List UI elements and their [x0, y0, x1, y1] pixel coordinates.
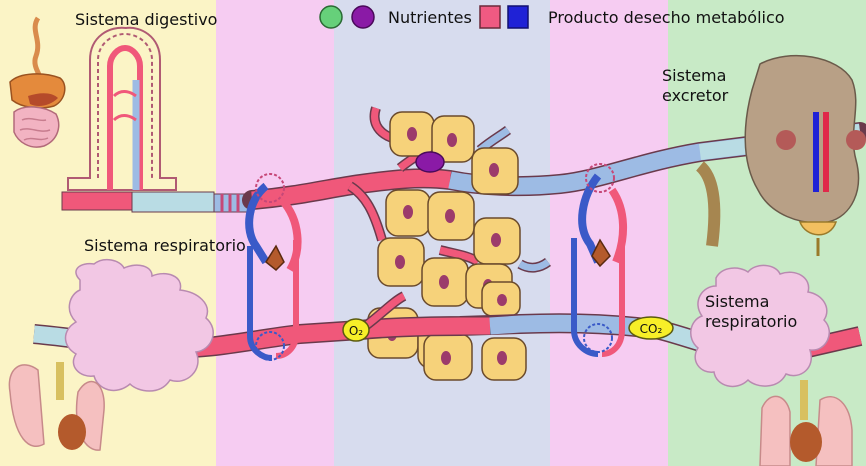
heart-icon [591, 238, 611, 268]
right-transport-panel [550, 0, 668, 466]
legend-nutrient-green-dot [319, 5, 343, 29]
digestive-organs-icon [9, 16, 66, 148]
left-transport-panel [216, 0, 334, 466]
legend-waste-blue-square [507, 5, 529, 29]
label-sistema-digestivo: Sistema digestivo [75, 10, 218, 29]
intestinal-villus [67, 26, 177, 191]
legend-waste-label: Producto desecho metabólico [548, 8, 785, 27]
left-lungs-icon [8, 362, 105, 451]
right-lungs-icon [759, 380, 853, 466]
legend-waste-pink-square [479, 5, 501, 29]
label-sistema-respiratorio-left: Sistema respiratorio [84, 236, 246, 255]
right-lung-alveoli [690, 264, 830, 388]
label-sistema-respiratorio-right: Sistema respiratorio [705, 292, 798, 331]
label-sistema-excretor: Sistema excretor [662, 66, 729, 105]
right-heart-loop [571, 163, 628, 357]
co2-label: CO₂ [640, 322, 663, 336]
body-cells [367, 111, 527, 381]
left-lung-alveoli [64, 258, 214, 392]
oxygen-badge [342, 318, 370, 342]
co2-badge [628, 316, 674, 340]
legend-nutrient-purple-dot [351, 5, 375, 29]
digestive-vessel [61, 191, 255, 213]
legend-nutrients-label: Nutrientes [388, 8, 472, 27]
kidney-icon [695, 54, 866, 256]
left-heart-loop [245, 173, 302, 361]
oxygen-label: O₂ [349, 324, 363, 338]
nutrient-molecule [415, 151, 445, 173]
heart-icon [265, 244, 285, 272]
